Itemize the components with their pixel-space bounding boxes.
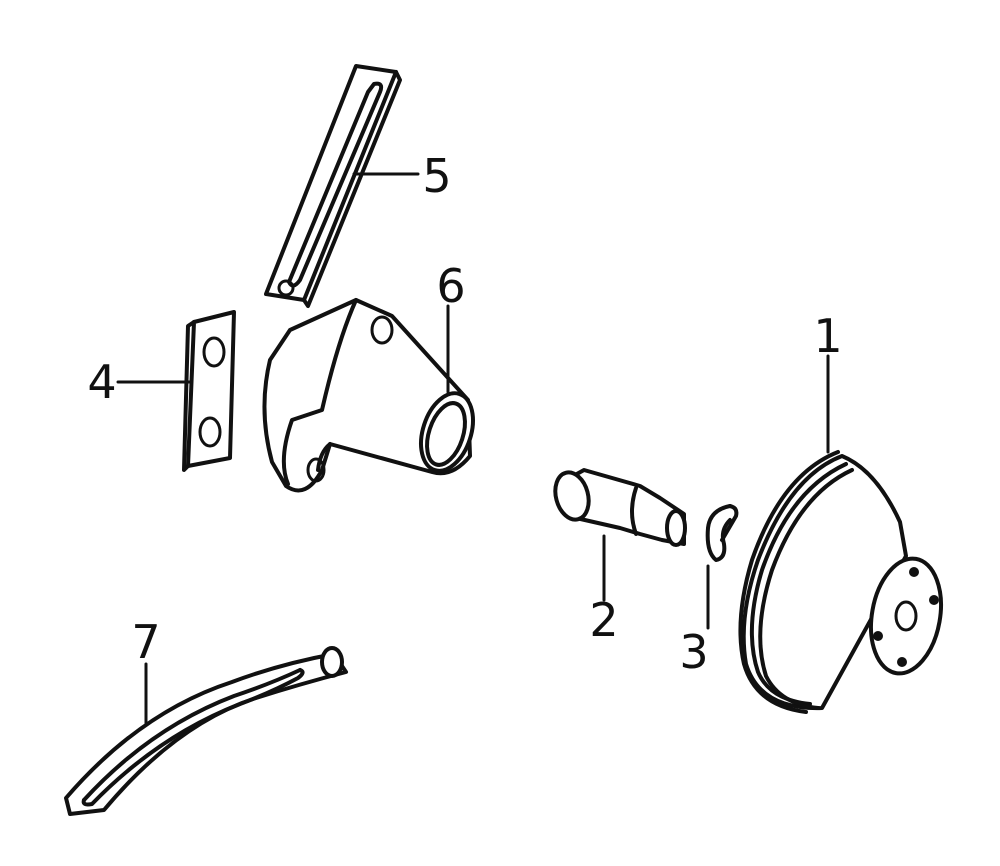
callout-1: 1 (813, 309, 842, 363)
callout-labels: 1 2 3 4 5 6 7 (87, 149, 842, 679)
part-3-spring-clip (705, 504, 739, 562)
part-7-curved-arm (64, 646, 348, 816)
part-5-slotted-bar (264, 64, 402, 308)
part-2-spindle (553, 468, 687, 547)
callout-6: 6 (436, 259, 465, 313)
callout-2: 2 (589, 593, 618, 647)
part-4-gasket-plate (182, 310, 236, 472)
callout-3: 3 (679, 625, 708, 679)
leader-lines (116, 172, 830, 726)
part-1-pulley-cover (738, 450, 943, 714)
callout-5: 5 (422, 149, 451, 203)
part-6-bracket-housing (262, 298, 475, 493)
callout-4: 4 (87, 355, 116, 409)
callout-7: 7 (131, 615, 160, 669)
